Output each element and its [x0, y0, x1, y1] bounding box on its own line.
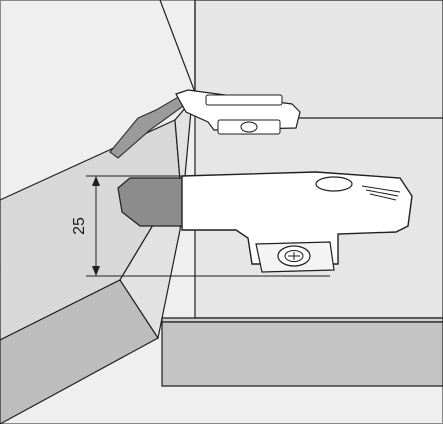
hinge-body — [181, 171, 413, 273]
bottom-shelf-front — [161, 321, 443, 387]
upper-hinge — [109, 89, 301, 159]
dimension-label: 25 — [71, 217, 88, 235]
bottom-shelf-top — [161, 317, 443, 323]
dimension-marker — [86, 175, 330, 277]
